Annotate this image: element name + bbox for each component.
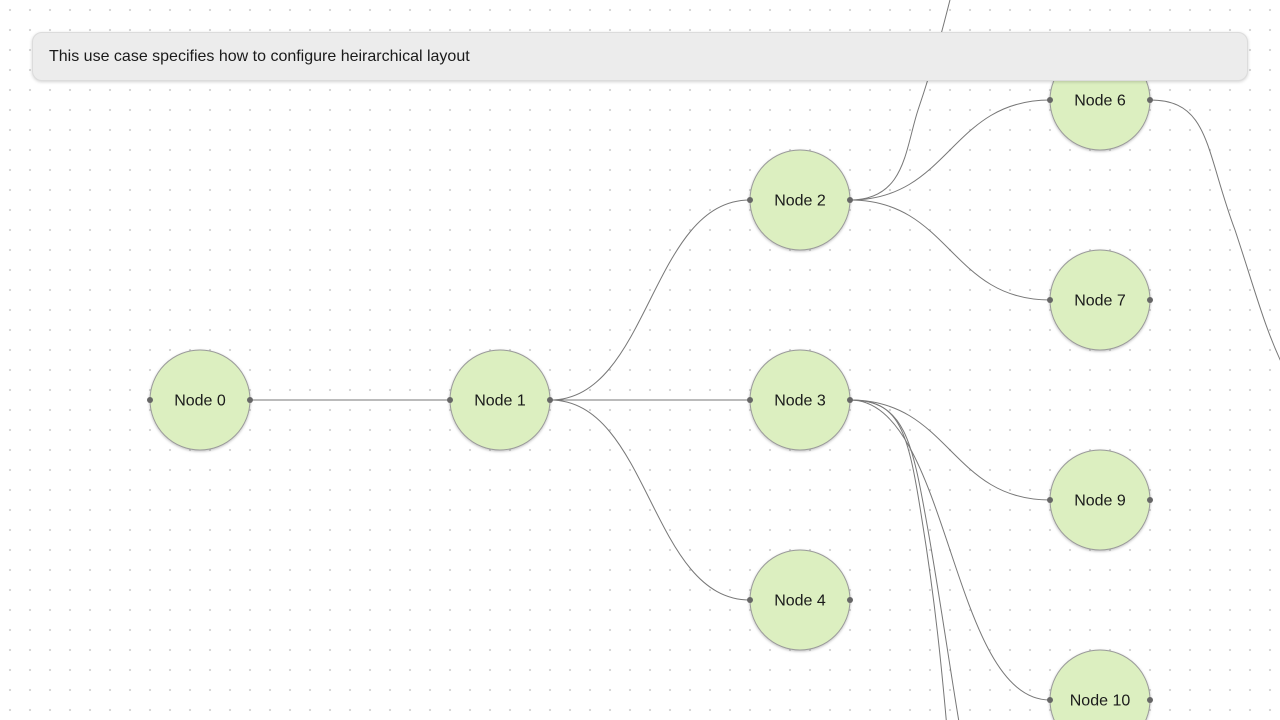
node-label: Node 4: [774, 593, 826, 610]
input-port[interactable]: [447, 397, 453, 403]
input-port[interactable]: [747, 597, 753, 603]
node-label: Node 2: [774, 193, 826, 210]
input-port[interactable]: [1047, 697, 1053, 703]
edge-node2-offscreen-top[interactable]: [849, 0, 955, 201]
input-port[interactable]: [1047, 297, 1053, 303]
node-n0[interactable]: Node 0: [147, 349, 253, 451]
node-n10[interactable]: Node 10: [1047, 649, 1153, 720]
node-label: Node 6: [1074, 93, 1126, 110]
edges-layer: [250, 99, 1051, 701]
node-n2[interactable]: Node 2: [747, 149, 853, 251]
output-port[interactable]: [547, 397, 553, 403]
node-label: Node 1: [474, 393, 526, 410]
input-port[interactable]: [1047, 497, 1053, 503]
output-port[interactable]: [1147, 297, 1153, 303]
output-port[interactable]: [847, 597, 853, 603]
output-port[interactable]: [1147, 97, 1153, 103]
description-banner: This use case specifies how to configure…: [32, 32, 1248, 81]
edge-n1-n2[interactable]: [549, 199, 751, 401]
node-label: Node 3: [774, 393, 826, 410]
input-port[interactable]: [1047, 97, 1053, 103]
edge-n1-n4[interactable]: [549, 399, 751, 601]
input-port[interactable]: [747, 197, 753, 203]
node-n7[interactable]: Node 7: [1047, 249, 1153, 351]
node-n9[interactable]: Node 9: [1047, 449, 1153, 551]
edge-node3-offscreen-bottom-b[interactable]: [849, 399, 962, 720]
offscreen-edges-layer: [849, 0, 1280, 720]
edge-n3-n10[interactable]: [849, 399, 1051, 701]
output-port[interactable]: [847, 197, 853, 203]
edge-n3-n9[interactable]: [849, 399, 1051, 501]
edge-n2-n6[interactable]: [849, 99, 1051, 201]
output-port[interactable]: [247, 397, 253, 403]
node-label: Node 7: [1074, 293, 1126, 310]
edge-n2-n7[interactable]: [849, 199, 1051, 301]
edge-node6-offscreen-right[interactable]: [1149, 99, 1280, 370]
output-port[interactable]: [847, 397, 853, 403]
output-port[interactable]: [1147, 697, 1153, 703]
nodes-layer: Node 0 Node 1 Node 2 Node 3 Node 4 Node 6 Node…: [147, 49, 1153, 720]
node-label: Node 9: [1074, 493, 1126, 510]
input-port[interactable]: [747, 397, 753, 403]
node-n1[interactable]: Node 1: [447, 349, 553, 451]
output-port[interactable]: [1147, 497, 1153, 503]
banner-text: This use case specifies how to configure…: [49, 47, 470, 65]
node-label: Node 10: [1070, 693, 1131, 710]
input-port[interactable]: [147, 397, 153, 403]
node-label: Node 0: [174, 393, 226, 410]
node-n3[interactable]: Node 3: [747, 349, 853, 451]
node-n4[interactable]: Node 4: [747, 549, 853, 651]
